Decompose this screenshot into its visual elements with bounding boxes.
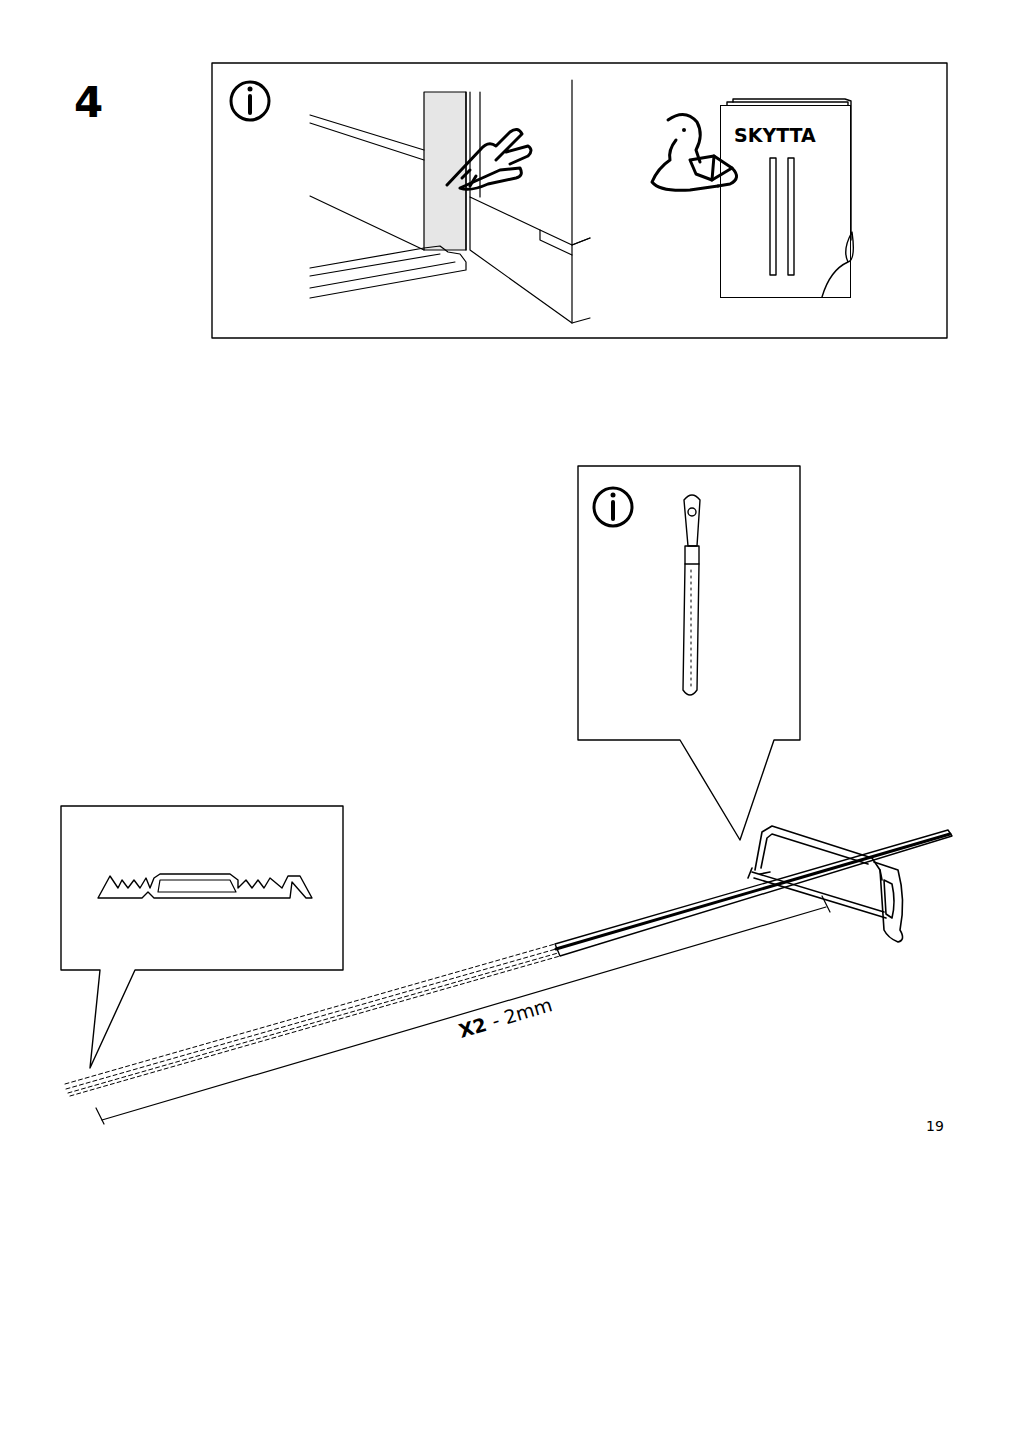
booklet-title: SKYTTA — [734, 126, 850, 145]
door-frame — [310, 80, 590, 323]
read-manual-icon — [652, 114, 737, 190]
file-callout — [578, 466, 800, 840]
info-frame — [212, 63, 947, 338]
cut-off-rail — [65, 944, 560, 1096]
info-icon — [231, 82, 269, 120]
file-tool — [683, 495, 700, 695]
manual-booklet: SKYTTA — [720, 105, 851, 298]
step-number: 4 — [74, 82, 103, 124]
page-number: 19 — [926, 1119, 944, 1133]
hacksaw — [748, 826, 903, 942]
dimension-label: - 2mm — [489, 995, 554, 1031]
rail — [555, 830, 952, 956]
dimension-line — [96, 896, 830, 1124]
dimension-label: X2 — [457, 1015, 489, 1041]
rail-profile — [98, 874, 312, 898]
booklet-pages — [727, 99, 853, 297]
hand-touch-icon — [447, 129, 531, 189]
info-icon — [594, 488, 632, 526]
profile-callout — [61, 806, 343, 1068]
